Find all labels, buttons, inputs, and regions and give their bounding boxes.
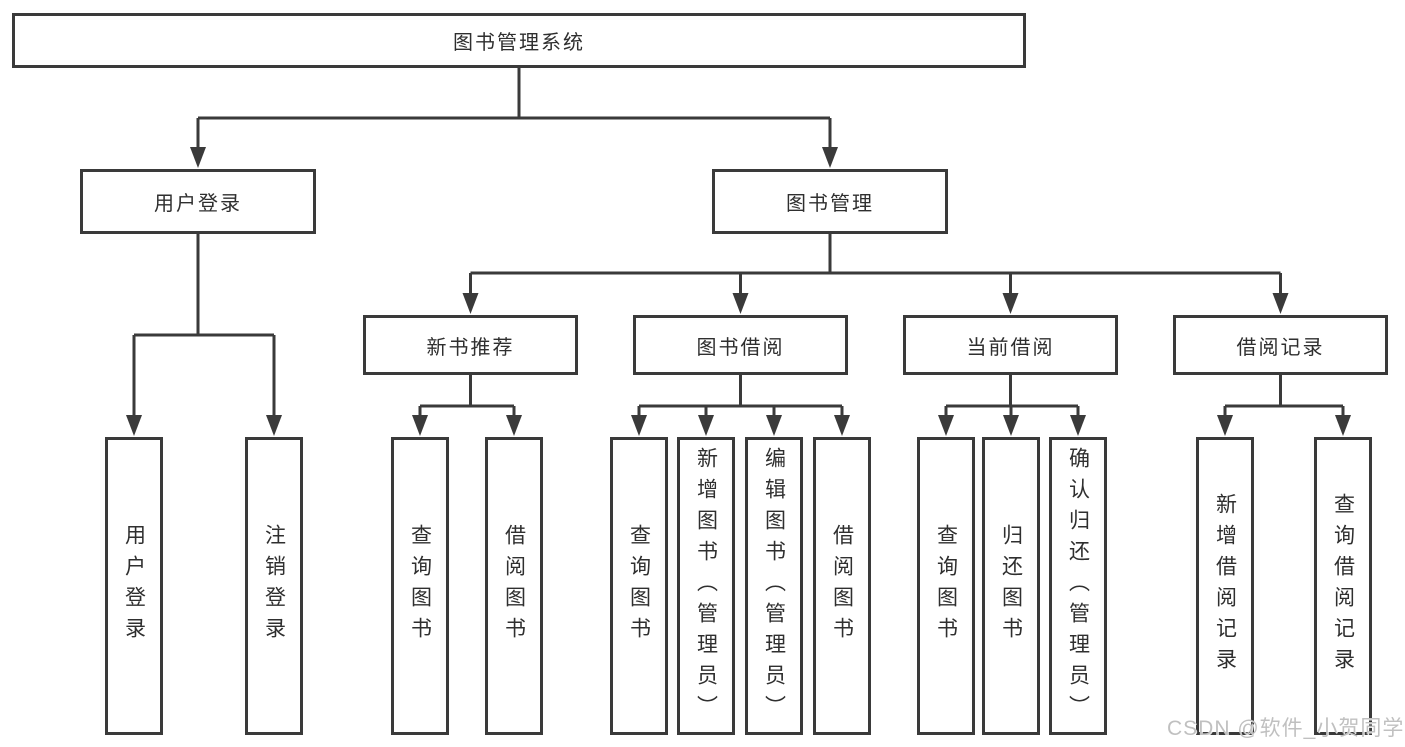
leaf-query-books-borrowing-label: 查询图书 <box>627 524 651 648</box>
leaf-edit-book-admin: 编辑图书（管理员） <box>745 437 803 735</box>
node-book-borrowing-label: 图书借阅 <box>696 336 785 359</box>
node-current-borrowing: 当前借阅 <box>903 315 1118 375</box>
leaf-logout-login: 注销登录 <box>245 437 303 735</box>
leaf-borrow-books-borrowing: 借阅图书 <box>813 437 871 735</box>
node-new-book-recommend-label: 新书推荐 <box>426 336 515 359</box>
node-current-borrowing-label: 当前借阅 <box>966 336 1055 359</box>
node-root-label: 图书管理系统 <box>453 32 585 54</box>
node-root: 图书管理系统 <box>12 13 1026 68</box>
node-user-login-label: 用户登录 <box>154 193 242 215</box>
leaf-edit-book-admin-label: 编辑图书（管理员） <box>762 446 786 726</box>
node-book-management: 图书管理 <box>712 169 948 234</box>
leaf-user-login: 用户登录 <box>105 437 163 735</box>
leaf-add-book-admin-label: 新增图书（管理员） <box>694 446 718 726</box>
leaf-confirm-return-admin-label: 确认归还（管理员） <box>1066 446 1090 726</box>
node-book-management-label: 图书管理 <box>786 193 874 215</box>
leaf-borrow-books-recommend-label: 借阅图书 <box>502 524 526 648</box>
arrowheads <box>126 147 1351 436</box>
leaf-return-books: 归还图书 <box>982 437 1040 735</box>
node-book-borrowing: 图书借阅 <box>633 315 848 375</box>
leaf-query-books-current-label: 查询图书 <box>934 524 958 648</box>
node-new-book-recommend: 新书推荐 <box>363 315 578 375</box>
node-user-login: 用户登录 <box>80 169 316 234</box>
leaf-confirm-return-admin: 确认归还（管理员） <box>1049 437 1107 735</box>
leaf-return-books-label: 归还图书 <box>999 524 1023 648</box>
leaf-logout-login-label: 注销登录 <box>262 524 286 648</box>
node-borrowing-records: 借阅记录 <box>1173 315 1388 375</box>
leaf-query-borrow-record-label: 查询借阅记录 <box>1331 493 1355 679</box>
leaf-user-login-label: 用户登录 <box>122 524 146 648</box>
leaf-query-books-recommend-label: 查询图书 <box>408 524 432 648</box>
leaf-query-books-recommend: 查询图书 <box>391 437 449 735</box>
tree-edges <box>132 68 1345 420</box>
watermark-text: CSDN @软件_小贺同学 <box>1167 717 1405 740</box>
leaf-add-book-admin: 新增图书（管理员） <box>677 437 735 735</box>
leaf-borrow-books-borrowing-label: 借阅图书 <box>830 524 854 648</box>
leaf-query-borrow-record: 查询借阅记录 <box>1314 437 1372 735</box>
node-borrowing-records-label: 借阅记录 <box>1236 336 1325 359</box>
leaf-add-borrow-record: 新增借阅记录 <box>1196 437 1254 735</box>
leaf-query-books-borrowing: 查询图书 <box>610 437 668 735</box>
leaf-add-borrow-record-label: 新增借阅记录 <box>1213 493 1237 679</box>
leaf-borrow-books-recommend: 借阅图书 <box>485 437 543 735</box>
leaf-query-books-current: 查询图书 <box>917 437 975 735</box>
